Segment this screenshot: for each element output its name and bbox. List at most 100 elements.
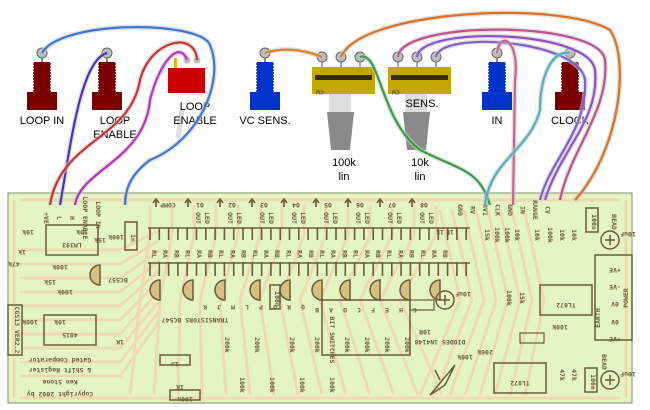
transistor bbox=[249, 279, 261, 301]
jack-3 bbox=[482, 47, 512, 110]
wire-9 bbox=[434, 40, 587, 201]
pot-body bbox=[388, 67, 451, 94]
credit-line: & Shift Register bbox=[29, 366, 92, 374]
resistor-ref: RL bbox=[419, 250, 427, 258]
resistor-ref: RL bbox=[251, 250, 259, 258]
out-tag: OUT bbox=[354, 212, 362, 224]
pot-taper: lin bbox=[414, 171, 425, 183]
led-tag: LED bbox=[331, 212, 339, 224]
credit-line: Ken Stone bbox=[42, 378, 77, 386]
trace bbox=[20, 248, 161, 280]
resistor-value: 200k bbox=[383, 337, 391, 353]
toggle-switch-body bbox=[168, 68, 205, 93]
switch-letter: L bbox=[245, 303, 249, 311]
resistor-value: 47k bbox=[570, 369, 578, 381]
diode bbox=[519, 332, 545, 344]
resistor-value: 200k bbox=[253, 337, 261, 353]
quill-logo bbox=[429, 364, 456, 396]
resistor-ref: RB bbox=[408, 250, 416, 258]
resistor-ref: RL bbox=[284, 250, 292, 258]
ic-label: LM393 bbox=[62, 241, 82, 249]
resistor-ref: RB bbox=[374, 250, 382, 258]
resistor-value: 10k bbox=[22, 228, 34, 236]
bit-switches-label: BIT SWITCHES bbox=[328, 317, 336, 364]
trace bbox=[318, 205, 350, 396]
resistor-ref: RB bbox=[273, 250, 281, 258]
trace bbox=[238, 205, 262, 396]
power-pin-4: +VE bbox=[609, 335, 621, 343]
jack-nut bbox=[555, 92, 585, 110]
power-connector bbox=[594, 254, 633, 341]
resistor-value: 15k bbox=[44, 278, 56, 286]
wire-8 bbox=[415, 34, 597, 201]
output-label-05: 05 bbox=[324, 201, 332, 209]
wire-11 bbox=[483, 51, 571, 206]
output-label-07: 07 bbox=[388, 201, 396, 209]
resistor-ref: RL bbox=[217, 250, 225, 258]
arrow-icon bbox=[312, 197, 320, 207]
resistor-value: 15k bbox=[518, 292, 526, 304]
jack-label: LOOP IN bbox=[20, 115, 64, 127]
resistor-value: 100k bbox=[493, 227, 501, 243]
ic-outline bbox=[43, 314, 97, 346]
switch-letter: H bbox=[399, 306, 403, 314]
wire-3 bbox=[73, 51, 189, 206]
output-label-03: 03 bbox=[260, 201, 268, 209]
switch-letter: E bbox=[385, 306, 389, 314]
output-label-08: 08 bbox=[420, 201, 428, 209]
cap-outline bbox=[169, 389, 201, 401]
ic-outline bbox=[493, 362, 547, 394]
led-tag: LED bbox=[395, 212, 403, 224]
out-tag: OUT bbox=[258, 212, 266, 224]
cap-value: 1n bbox=[129, 234, 137, 242]
switch-lever bbox=[175, 109, 185, 139]
resistor-value: 47k bbox=[8, 260, 20, 268]
out-tag: OUT bbox=[226, 212, 234, 224]
resistor-ref: RA bbox=[161, 250, 169, 258]
resistor-value: 10k bbox=[558, 229, 566, 241]
arrow-icon bbox=[184, 197, 192, 207]
header-loop-in: LOOP IN bbox=[94, 201, 102, 228]
transistor bbox=[149, 279, 161, 301]
switch-letter: M bbox=[231, 303, 235, 311]
cap-outline bbox=[269, 284, 281, 310]
header-h: H bbox=[68, 216, 76, 220]
trace bbox=[20, 258, 161, 294]
out-tag: OUT bbox=[322, 212, 330, 224]
electrolytic-cap bbox=[600, 230, 620, 250]
trace bbox=[298, 205, 328, 396]
arrow-icon bbox=[152, 197, 160, 207]
pot-value: 10k bbox=[411, 157, 429, 169]
cap-value: 100n bbox=[177, 395, 193, 403]
trace bbox=[20, 268, 162, 308]
arrow-icon bbox=[280, 197, 288, 207]
resistor-ref: RB bbox=[240, 250, 248, 258]
header-loop-enable: LOOP ENABLE bbox=[81, 196, 89, 239]
resistor-value: 100k bbox=[552, 323, 568, 331]
switch-letter: A bbox=[329, 306, 333, 314]
power-pin-2: 0V bbox=[611, 300, 619, 308]
jack-2 bbox=[250, 47, 280, 110]
silkscreen bbox=[148, 197, 470, 276]
resistor-value: 100k bbox=[108, 233, 124, 241]
power-title: POWER bbox=[622, 288, 630, 308]
trace bbox=[20, 319, 162, 378]
resistor-ref: RA bbox=[262, 250, 270, 258]
jack-nut bbox=[27, 92, 57, 110]
transistor bbox=[214, 279, 226, 301]
resistor-value: 100k bbox=[298, 377, 306, 393]
switch-letter: K bbox=[203, 303, 207, 311]
resistor-ref: RL bbox=[352, 250, 360, 258]
trace bbox=[378, 205, 420, 396]
version-box bbox=[7, 304, 23, 356]
ic-label: TL072 bbox=[510, 379, 530, 387]
trace bbox=[20, 278, 162, 322]
led-tag: LED bbox=[203, 212, 211, 224]
trace bbox=[418, 209, 462, 396]
header-gnd: GND bbox=[456, 204, 464, 216]
diodes-label: DIODES 1N4148 bbox=[414, 338, 465, 346]
pot-taper: lin bbox=[338, 171, 349, 183]
resistor-value: 1k bbox=[446, 228, 454, 236]
resistor-ref: RB bbox=[172, 250, 180, 258]
